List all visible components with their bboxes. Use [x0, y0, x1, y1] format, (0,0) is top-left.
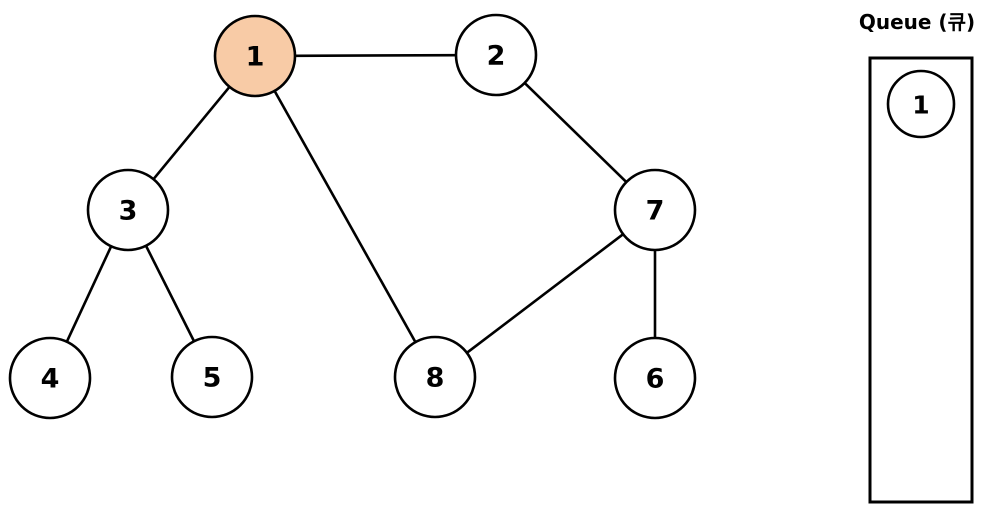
- graph-node-1[interactable]: 1: [213, 14, 297, 98]
- graph-edge-3-5: [144, 245, 196, 342]
- graph-node-label-3: 3: [119, 196, 138, 227]
- queue-items-layer: 1: [886, 69, 956, 139]
- graph-node-circle-5[interactable]: [170, 335, 254, 419]
- queue-item[interactable]: 1: [886, 69, 956, 139]
- graph-node-circle-8[interactable]: [393, 335, 477, 419]
- graph-node-label-5: 5: [203, 363, 222, 394]
- graph-node-circle-3[interactable]: [86, 168, 170, 252]
- graph-edge-2-7: [523, 81, 628, 184]
- graph-node-8[interactable]: 8: [393, 335, 477, 419]
- graph-edge-3-4: [65, 245, 113, 343]
- queue-panel: Queue (큐) 1: [859, 10, 975, 504]
- graph-node-circle-1[interactable]: [213, 14, 297, 98]
- graph-node-circle-7[interactable]: [613, 168, 697, 252]
- graph-node-label-8: 8: [426, 363, 445, 394]
- queue-item-circle[interactable]: [886, 69, 956, 139]
- graph-node-5[interactable]: 5: [170, 335, 254, 419]
- queue-item-label: 1: [912, 91, 929, 120]
- graph-edge-1-2: [294, 53, 457, 58]
- graph-node-label-1: 1: [246, 42, 265, 73]
- graph-node-3[interactable]: 3: [86, 168, 170, 252]
- queue-panel-title: Queue (큐): [859, 10, 975, 34]
- graph-edges-layer: [65, 53, 657, 354]
- graph-node-label-6: 6: [646, 364, 665, 395]
- graph-node-label-7: 7: [646, 196, 665, 227]
- graph-node-6[interactable]: 6: [613, 336, 697, 420]
- graph-node-circle-6[interactable]: [613, 336, 697, 420]
- graph-nodes-layer: 1 2 3 7 4 5 8 6: [8, 13, 697, 420]
- graph-edge-1-8: [273, 90, 417, 343]
- graph-node-4[interactable]: 4: [8, 336, 92, 420]
- graph-node-label-2: 2: [487, 41, 506, 72]
- graph-node-circle-2[interactable]: [454, 13, 538, 97]
- graph-edge-1-3: [152, 86, 231, 180]
- graph-edge-7-8: [466, 233, 624, 354]
- graph-node-label-4: 4: [41, 364, 60, 395]
- graph-node-circle-4[interactable]: [8, 336, 92, 420]
- graph-node-7[interactable]: 7: [613, 168, 697, 252]
- graph-node-2[interactable]: 2: [454, 13, 538, 97]
